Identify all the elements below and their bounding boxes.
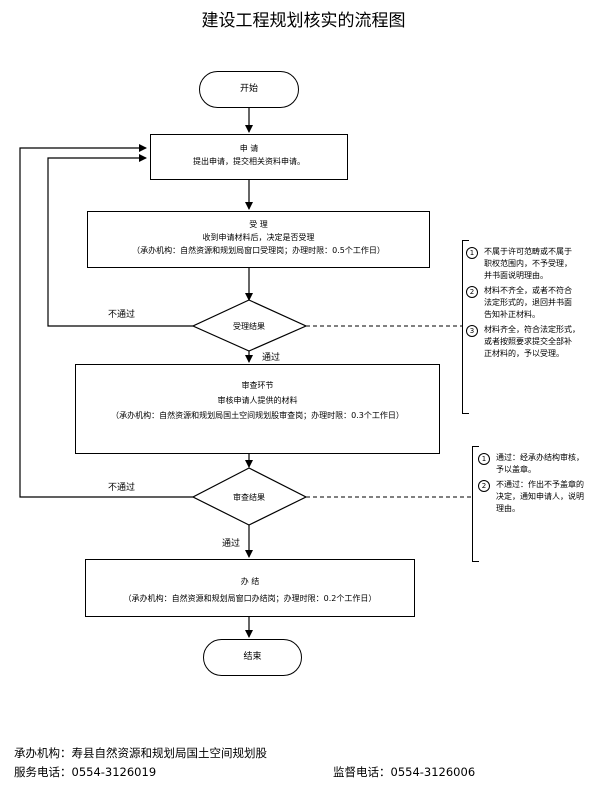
accept-org: （承办机构：自然资源和规划局窗口受理岗；办理时限：0.5个工作日） <box>132 246 385 255</box>
note1: 1 不属于许可范畴或不属于 职权范围内，不予受理， 并书面说明理由。 2 材料不… <box>466 246 606 360</box>
note2-line: 决定，通知申请人，说明 <box>496 492 584 501</box>
decision1-pass-label: 通过 <box>262 353 281 363</box>
note2-line: 予以盖章。 <box>496 465 536 474</box>
review-title: 审查环节 <box>241 381 274 390</box>
note1-line: 告知补正材料。 <box>484 310 540 319</box>
note1-line: 并书面说明理由。 <box>484 271 548 280</box>
note1-num-2: 2 <box>466 286 478 298</box>
note2-num-2: 2 <box>478 480 490 492</box>
note1-num-1: 1 <box>466 247 478 259</box>
page-title: 建设工程规划核实的流程图 <box>201 11 406 31</box>
note1-line: 职权范围内，不予受理， <box>484 259 572 268</box>
accept-desc: 收到申请材料后，决定是否受理 <box>202 233 315 242</box>
note1-line: 材料不齐全，或者不符合 <box>484 286 572 295</box>
footer-service-phone: 服务电话：0554-3126019 <box>14 765 157 779</box>
note2-num-1: 1 <box>478 453 490 465</box>
note1-line: 或者按照要求提交全部补 <box>484 337 572 346</box>
decision2-label: 审查结果 <box>233 493 265 502</box>
decision2-fail-label: 不通过 <box>108 483 136 493</box>
note1-item-3: 3 材料齐全，符合法定形式， 或者按照要求提交全部补 正材料的，予以受理。 <box>466 324 606 360</box>
end-label: 结束 <box>243 652 262 662</box>
complete-org: （承办机构：自然资源和规划局窗口办结岗；办理时限：0.2个工作日） <box>123 594 377 603</box>
note2-item-1: 1 通过：经承办结构审核， 予以盖章。 <box>478 452 606 476</box>
apply-title: 申 请 <box>239 144 259 153</box>
note1-item-2: 2 材料不齐全，或者不符合 法定形式的，退回并书面 告知补正材料。 <box>466 285 606 321</box>
apply-box: 申 请 提出申请，提交相关资料申请。 <box>150 134 348 180</box>
end-node: 结束 <box>203 639 302 676</box>
note1-line: 正材料的，予以受理。 <box>484 349 564 358</box>
review-org: （承办机构：自然资源和规划局国土空间规划股审查岗；办理时限：0.3个工作日） <box>111 411 404 420</box>
note1-line: 不属于许可范畴或不属于 <box>484 247 572 256</box>
note1-item-1: 1 不属于许可范畴或不属于 职权范围内，不予受理， 并书面说明理由。 <box>466 246 606 282</box>
decision2-diamond <box>191 467 308 526</box>
review-desc: 审核申请人提供的材料 <box>217 396 298 405</box>
loop-decision2-fail <box>19 144 193 498</box>
footer-supervise-phone: 监督电话：0554-3126006 <box>333 765 476 779</box>
footer-org: 承办机构：寿县自然资源和规划局国土空间规划股 <box>14 746 267 760</box>
decision1-fail-label: 不通过 <box>108 310 136 320</box>
start-label: 开始 <box>239 84 258 94</box>
note2-line: 不通过：作出不予盖章的 <box>496 480 584 489</box>
note1-bracket <box>462 240 469 414</box>
note2-line: 通过：经承办结构审核， <box>496 453 584 462</box>
complete-box: 办 结 （承办机构：自然资源和规划局窗口办结岗；办理时限：0.2个工作日） <box>85 559 415 617</box>
complete-title: 办 结 <box>240 577 260 586</box>
loop-decision1-fail <box>47 154 193 327</box>
accept-title: 受 理 <box>249 220 268 229</box>
decision1-diamond <box>191 299 308 352</box>
review-box: 审查环节 审核申请人提供的材料 （承办机构：自然资源和规划局国土空间规划股审查岗… <box>75 364 440 454</box>
accept-box: 受 理 收到申请材料后，决定是否受理 （承办机构：自然资源和规划局窗口受理岗；办… <box>87 211 430 268</box>
note2-bracket <box>472 446 479 562</box>
note1-num-3: 3 <box>466 325 478 337</box>
decision2-pass-label: 通过 <box>222 539 241 549</box>
note2-line: 理由。 <box>496 504 520 513</box>
apply-desc: 提出申请，提交相关资料申请。 <box>193 157 305 166</box>
start-node: 开始 <box>199 71 299 108</box>
decision1-label: 受理结果 <box>233 322 265 331</box>
note1-line: 法定形式的，退回并书面 <box>484 298 572 307</box>
note2: 1 通过：经承办结构审核， 予以盖章。 2 不通过：作出不予盖章的 决定，通知申… <box>478 452 606 515</box>
note1-line: 材料齐全，符合法定形式， <box>484 325 580 334</box>
note2-item-2: 2 不通过：作出不予盖章的 决定，通知申请人，说明 理由。 <box>478 479 606 515</box>
